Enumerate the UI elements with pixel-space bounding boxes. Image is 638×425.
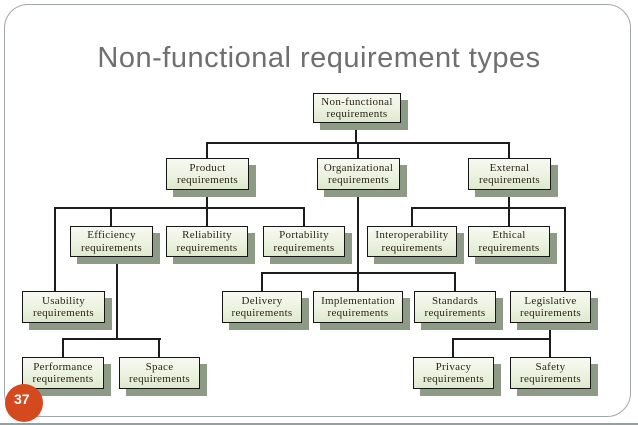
node-label-line1: Ethical (492, 229, 526, 241)
node-label-line2: requirements (519, 307, 582, 319)
connector-line (508, 143, 510, 158)
node-label-line2: requirements (32, 307, 95, 319)
node-label-line2: requirements (327, 174, 390, 186)
node-label-line1: External (489, 161, 530, 174)
node-label-line1: Standards (431, 294, 479, 307)
node-label-line1: Product (189, 161, 226, 174)
node-label-line2: requirements (326, 108, 388, 120)
connector-line (158, 339, 160, 357)
node-label-line1: Implementation (321, 294, 395, 307)
connector-line (452, 338, 551, 340)
connector-line (357, 273, 359, 291)
node-label-line2: requirements (32, 373, 94, 385)
node-label-line1: Reliability (182, 229, 232, 241)
node-label-line1: Portability (279, 229, 329, 241)
page-number: 37 (14, 391, 30, 407)
node-label-line1: Safety (535, 360, 566, 373)
node-label-line1: Space (145, 360, 174, 373)
node-label-line2: requirements (80, 241, 143, 254)
node-label-line2: requirements (273, 241, 335, 254)
node-label-line2: requirements (327, 307, 389, 319)
node-label-line2: requirements (478, 174, 541, 186)
connector-line (564, 208, 566, 291)
node-label-line2: requirements (478, 241, 540, 254)
node-label-line2: requirements (231, 307, 293, 319)
slide-title: Non-functional requirement types (97, 42, 541, 74)
node-label-line2: requirements (128, 373, 191, 385)
connector-line (357, 143, 359, 158)
node-label-line2: requirements (381, 241, 443, 254)
node-label-line2: requirements (424, 307, 486, 319)
connector-line (62, 338, 161, 340)
connector-line (549, 323, 551, 340)
connector-line (303, 208, 305, 226)
node-label-line1: Non-functional (321, 95, 393, 108)
connector-line (54, 208, 56, 291)
connector-line (62, 339, 64, 357)
node-label-line1: Delivery (241, 294, 283, 307)
node-label-line2: requirements (519, 373, 582, 385)
connector-line (206, 143, 208, 158)
connector-line (261, 273, 263, 291)
connector-line (549, 339, 551, 357)
connector-line (411, 207, 566, 209)
connector-line (110, 208, 112, 226)
node-label-line1: Legislative (524, 294, 577, 307)
connector-line (452, 339, 454, 357)
page-number-badge: 37 (5, 384, 43, 422)
connector-line (355, 123, 357, 143)
connector-line (454, 273, 456, 291)
node-label-line1: Organizational (323, 161, 394, 174)
node-label-line1: Performance (33, 360, 93, 373)
connector-line (411, 208, 413, 226)
node-label-line2: requirements (422, 373, 485, 385)
connector-line (54, 207, 305, 209)
connector-line (357, 190, 359, 273)
node-label-line1: Privacy (435, 360, 472, 373)
node-label-line1: Usability (41, 294, 86, 307)
node-label-line1: Efficiency (87, 229, 136, 241)
node-label-line1: Interoperability (375, 229, 449, 241)
connector-line (116, 257, 118, 340)
node-label-line2: requirements (176, 174, 239, 186)
node-label-line2: requirements (176, 241, 238, 254)
